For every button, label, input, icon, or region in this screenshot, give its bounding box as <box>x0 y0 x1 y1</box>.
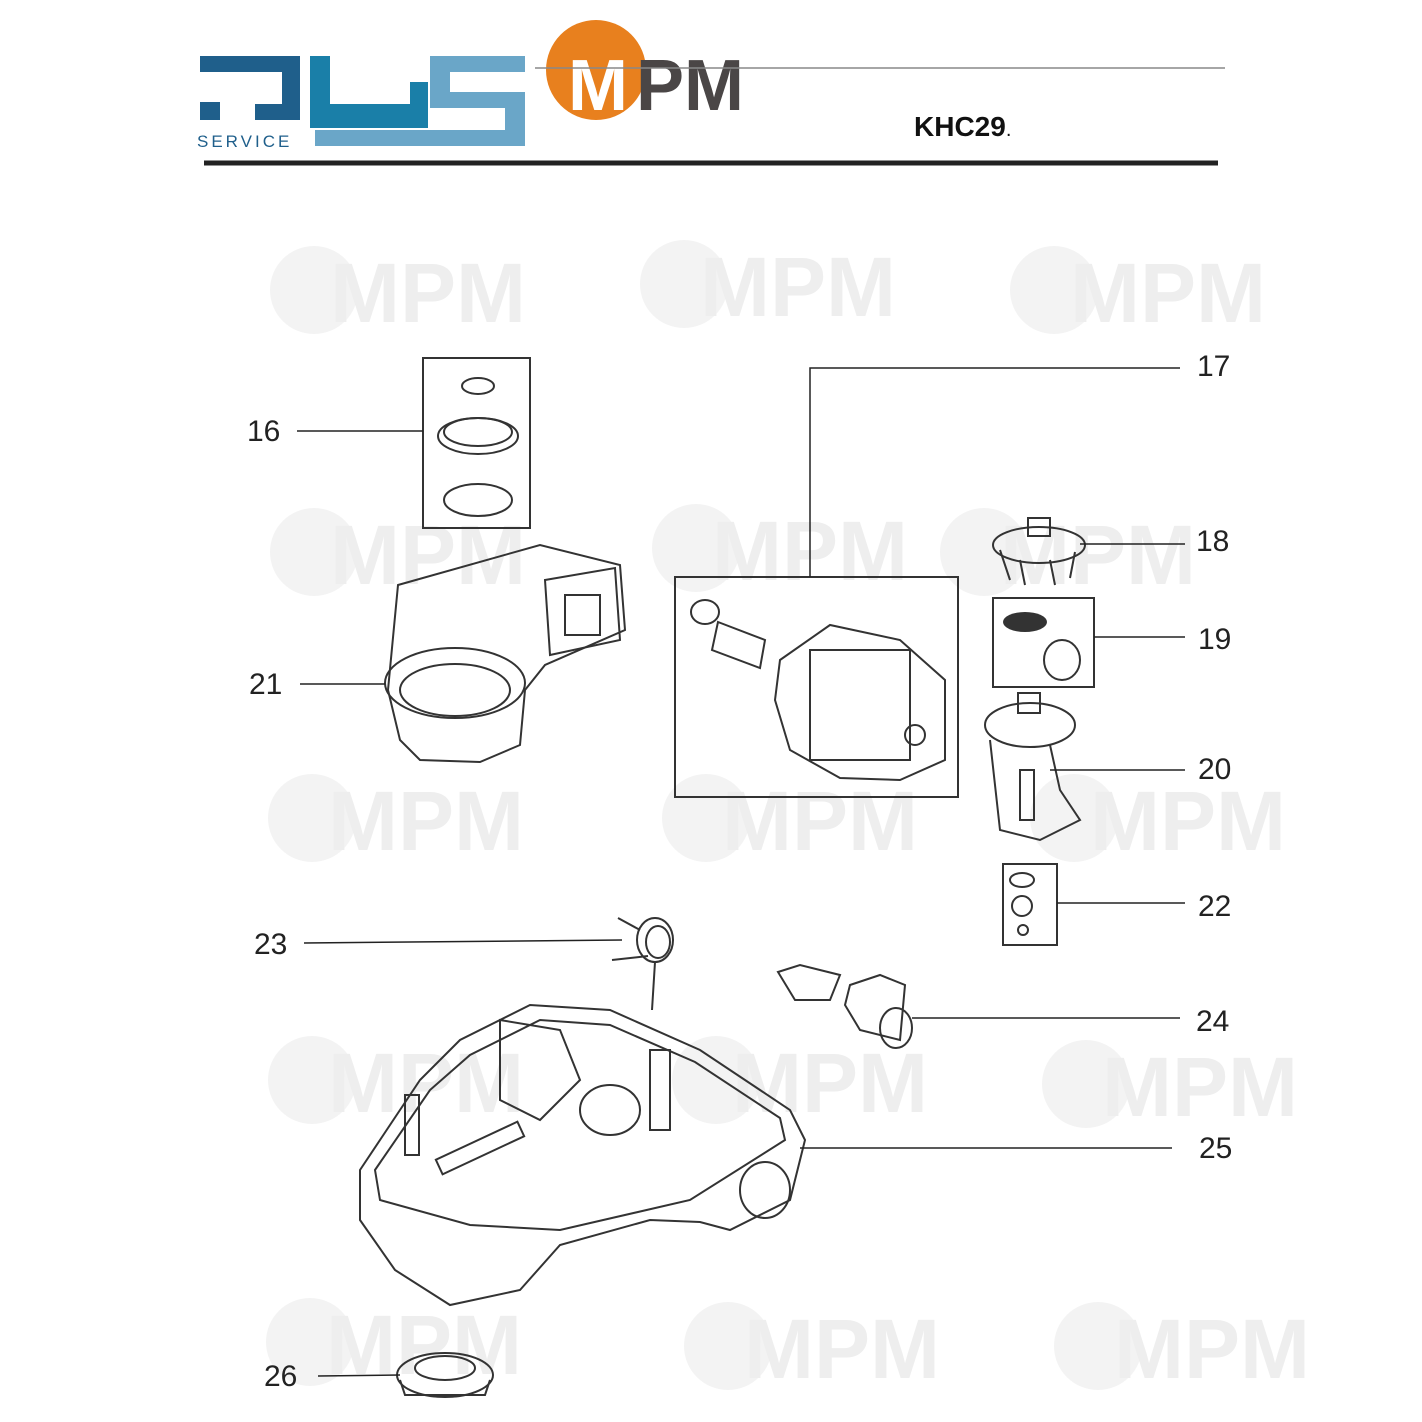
callout-23: 23 <box>254 928 287 961</box>
svg-text:MPM: MPM <box>330 246 526 340</box>
callout-18: 18 <box>1196 525 1229 558</box>
svg-text:MPM: MPM <box>1000 508 1196 602</box>
callout-16: 16 <box>247 415 280 448</box>
svg-text:MPM: MPM <box>700 240 896 334</box>
svg-text:MPM: MPM <box>744 1302 940 1396</box>
callout-22: 22 <box>1198 890 1231 923</box>
part-19-gears <box>992 597 1095 688</box>
leader-lines <box>297 367 1185 1377</box>
svg-text:MPM: MPM <box>1102 1040 1298 1134</box>
part-20-gearbox-assembly <box>984 692 1082 842</box>
callout-labels: 16 17 18 19 20 21 22 23 24 25 26 <box>247 350 1232 1393</box>
svg-text:PM: PM <box>636 46 744 126</box>
part-25-base-housing <box>359 1003 807 1307</box>
callout-20: 20 <box>1198 753 1231 786</box>
callout-19: 19 <box>1198 623 1231 656</box>
svg-text:MPM: MPM <box>722 774 918 868</box>
svg-text:MPM: MPM <box>1090 774 1286 868</box>
callout-24: 24 <box>1196 1005 1229 1038</box>
part-16-bearing-set <box>422 357 531 529</box>
callout-25: 25 <box>1199 1132 1232 1165</box>
callout-21: 21 <box>249 668 282 701</box>
svg-text:MPM: MPM <box>330 508 526 602</box>
svg-text:M: M <box>568 46 628 126</box>
mpm-logo: M PM <box>546 20 744 126</box>
part-18-fan <box>992 517 1086 586</box>
svg-text:MPM: MPM <box>1070 246 1266 340</box>
callout-26: 26 <box>264 1360 297 1393</box>
svg-text:MPM: MPM <box>732 1036 928 1130</box>
dls-service-logo: SERVICE <box>197 56 525 151</box>
watermarks: MPM MPM MPM MPM MPM MPM MPM MPM MPM MPM … <box>266 240 1310 1396</box>
callout-17: 17 <box>1197 350 1230 383</box>
model-number: KHC29. <box>914 111 1011 142</box>
svg-text:MPM: MPM <box>328 1036 524 1130</box>
part-21-upper-housing <box>384 543 627 764</box>
part-23-spring <box>611 917 674 1011</box>
part-22-coupling-set <box>1002 863 1058 946</box>
svg-text:MPM: MPM <box>1114 1302 1310 1396</box>
logo-service-text: SERVICE <box>197 132 292 151</box>
part-24-connector <box>776 963 913 1049</box>
svg-text:MPM: MPM <box>328 774 524 868</box>
part-17-motor <box>674 576 959 798</box>
